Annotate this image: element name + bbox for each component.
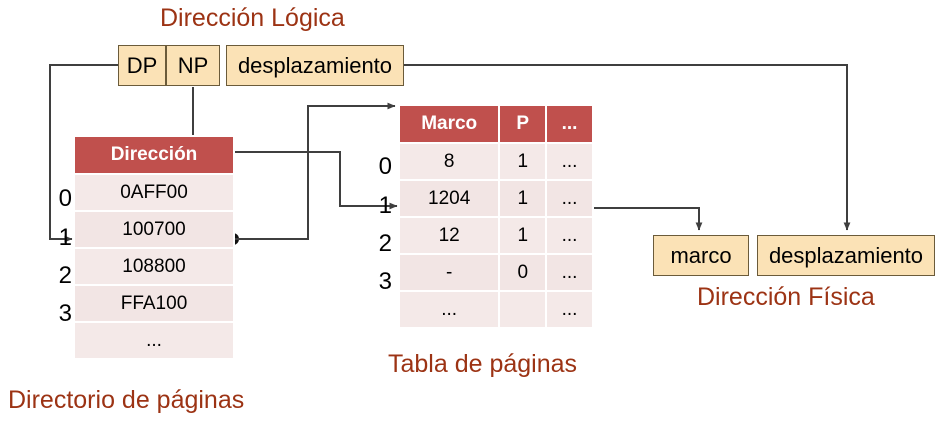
physical-field-frame[interactable]: marco [653, 235, 749, 276]
pagetable-cell-marco: 1204 [400, 181, 499, 216]
pagetable-cell-p [500, 292, 546, 327]
pagetable-row-index-2: 2 [378, 230, 392, 257]
pagetable-header-p: P [500, 106, 546, 142]
pagetable-header-more: ... [547, 106, 592, 142]
directory-cell-ellipsis: ... [75, 323, 233, 358]
pagetable-row-index-0: 0 [378, 153, 392, 180]
pagetable-cell-more: ... [547, 255, 592, 290]
logical-address-caption: Dirección Lógica [160, 4, 345, 32]
pagetable-header-row: Marco P ... [400, 106, 592, 142]
directory-cell-address: FFA100 [75, 286, 233, 321]
pagetable-row-index-3: 3 [378, 268, 392, 295]
directory-cell-address: 0AFF00 [75, 175, 233, 210]
table-row[interactable]: 12 1 ... [400, 218, 592, 253]
table-row[interactable]: 0AFF00 [75, 175, 233, 210]
pagetable-cell-p: 1 [500, 218, 546, 253]
directory-row-index-0: 0 [58, 185, 72, 212]
page-directory-table: Dirección 0AFF00 100700 108800 FFA100 ..… [73, 135, 235, 360]
pagetable-cell-p: 0 [500, 255, 546, 290]
pagetable-cell-p: 1 [500, 181, 546, 216]
physical-address-caption: Dirección Física [697, 283, 875, 311]
pagetable-cell-p: 1 [500, 144, 546, 179]
pagetable-row-index-1: 1 [378, 192, 392, 219]
pagetable-header-marco: Marco [400, 106, 499, 142]
table-row[interactable]: 100700 [75, 212, 233, 247]
directory-row-index-2: 2 [58, 262, 72, 289]
pagetable-cell-more: ... [547, 292, 592, 327]
page-table-caption: Tabla de páginas [388, 350, 578, 378]
table-row[interactable]: 8 1 ... [400, 144, 592, 179]
directory-row-index-1: 1 [58, 224, 72, 251]
table-row[interactable]: FFA100 [75, 286, 233, 321]
page-directory-caption: Directorio de páginas [8, 386, 245, 414]
directory-header-direccion: Dirección [75, 137, 233, 173]
table-row[interactable]: ... ... [400, 292, 592, 327]
pagetable-cell-marco: - [400, 255, 499, 290]
pagetable-cell-more: ... [547, 144, 592, 179]
directory-header-row: Dirección [75, 137, 233, 173]
logical-field-dp[interactable]: DP [118, 45, 166, 86]
pagetable-cell-marco: 8 [400, 144, 499, 179]
table-row[interactable]: ... [75, 323, 233, 358]
physical-field-offset[interactable]: desplazamiento [757, 235, 935, 276]
table-row[interactable]: - 0 ... [400, 255, 592, 290]
directory-cell-address: 108800 [75, 249, 233, 284]
directory-cell-address: 100700 [75, 212, 233, 247]
pagetable-cell-more: ... [547, 218, 592, 253]
pagetable-cell-more: ... [547, 181, 592, 216]
pagetable-cell-marco: 12 [400, 218, 499, 253]
pagetable-cell-marco: ... [400, 292, 499, 327]
logical-field-offset[interactable]: desplazamiento [226, 45, 404, 86]
table-row[interactable]: 108800 [75, 249, 233, 284]
page-table: Marco P ... 8 1 ... 1204 1 ... 12 1 ... [398, 104, 594, 329]
directory-row-index-3: 3 [58, 300, 72, 327]
table-row[interactable]: 1204 1 ... [400, 181, 592, 216]
logical-field-np[interactable]: NP [166, 45, 220, 86]
